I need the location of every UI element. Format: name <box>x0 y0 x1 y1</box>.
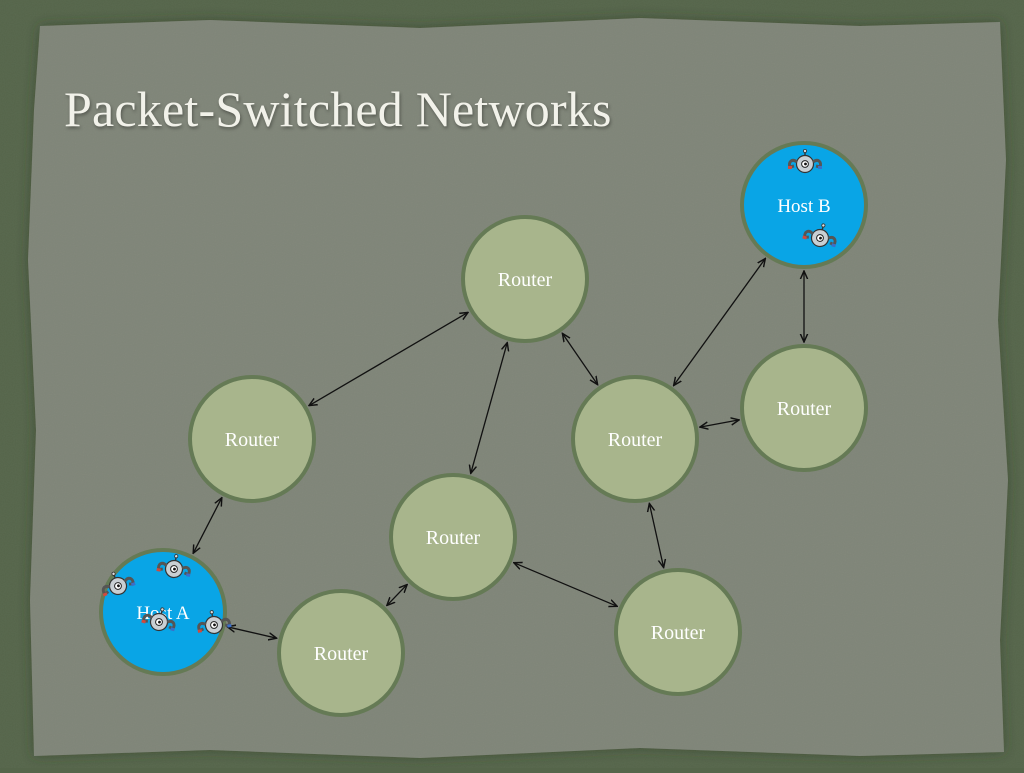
link-router_right-router_mid_right <box>700 420 739 427</box>
router-label: Router <box>651 622 706 644</box>
node-host-a: Host A <box>99 548 227 676</box>
host-label: Host A <box>136 603 190 624</box>
link-router_center-router_bottom_left <box>387 584 407 605</box>
nodes: RouterRouterRouterRouterRouterRouterRout… <box>99 141 868 717</box>
node-router-top: Router <box>461 215 589 343</box>
link-router_mid_right-router_bottom_right <box>649 503 663 567</box>
link-host_a-router_left <box>193 498 222 554</box>
router-circle <box>614 568 742 696</box>
router-circle <box>389 473 517 601</box>
node-router-right: Router <box>740 344 868 472</box>
router-circle <box>740 344 868 472</box>
router-label: Router <box>498 269 553 291</box>
link-host_a-router_bottom_left <box>227 627 276 638</box>
router-label: Router <box>225 429 280 451</box>
node-host-b: Host B <box>740 141 868 269</box>
router-label: Router <box>314 643 369 665</box>
link-router_mid_right-host_b <box>674 259 766 386</box>
router-label: Router <box>608 429 663 451</box>
node-router-bottom-left: Router <box>277 589 405 717</box>
router-circle <box>277 589 405 717</box>
router-label: Router <box>426 527 481 549</box>
host-circle <box>740 141 868 269</box>
link-router_top-router_left <box>309 312 468 405</box>
host-label: Host B <box>777 196 830 217</box>
node-router-center: Router <box>389 473 517 601</box>
links <box>193 259 804 639</box>
link-router_top-router_center <box>471 343 508 474</box>
link-router_top-router_mid_right <box>562 333 597 384</box>
router-circle <box>188 375 316 503</box>
node-router-bottom-right: Router <box>614 568 742 696</box>
link-router_center-router_bottom_right <box>514 563 617 607</box>
router-circle <box>461 215 589 343</box>
router-circle <box>571 375 699 503</box>
node-router-left: Router <box>188 375 316 503</box>
router-label: Router <box>777 398 832 420</box>
node-router-mid-right: Router <box>571 375 699 503</box>
slide-title: Packet-Switched Networks <box>64 81 612 137</box>
